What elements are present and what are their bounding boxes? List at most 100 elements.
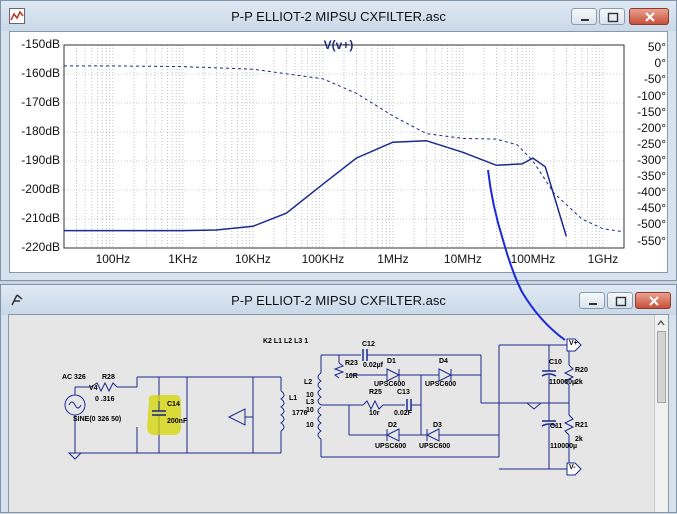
right-tick-label: -100° <box>637 88 666 103</box>
label-r28: R28 <box>102 374 115 381</box>
r21-resistor <box>563 414 575 436</box>
label-l3-n: 10 <box>306 422 314 429</box>
left-tick-label: -220dB <box>21 240 60 254</box>
label-r23: R23 <box>345 360 358 367</box>
label-r25-value: 10r <box>369 410 380 417</box>
label-r25: R25 <box>369 389 382 396</box>
waveform-icon <box>9 8 25 24</box>
plot-frame <box>63 44 625 249</box>
label-c13: C13 <box>397 389 410 396</box>
x-tick-label: 10KHz <box>234 252 271 266</box>
right-tick-label: -550° <box>637 233 666 248</box>
label-c12: C12 <box>362 341 375 348</box>
right-tick-label: 0° <box>654 56 666 71</box>
d4-diode <box>438 368 453 382</box>
l3-inductor <box>317 406 322 440</box>
label-vplus: V+ <box>569 340 578 347</box>
label-l2-n1: 10 <box>306 392 314 399</box>
ground-symbol <box>67 452 83 460</box>
close-icon <box>649 296 659 306</box>
circuit-diagram[interactable] <box>9 315 656 514</box>
left-tick-label: -190dB <box>21 153 60 167</box>
ac-source-wave <box>68 401 82 409</box>
label-r28-value: 0 .316 <box>95 396 115 403</box>
close-button[interactable] <box>629 8 669 25</box>
schematic-icon <box>11 294 23 306</box>
schematic-canvas[interactable]: AC 326 V4 SINE(0 326 50) R28 0 .316 C14 … <box>8 314 669 513</box>
label-c11: C11 <box>550 423 563 430</box>
vplus-flag <box>566 338 582 352</box>
right-tick-label: -150° <box>637 104 666 119</box>
bode-plot[interactable] <box>10 32 669 272</box>
label-c11-value: 110000µ <box>550 443 578 450</box>
left-tick-label: -200dB <box>21 182 60 196</box>
label-c12-value: 0.02µf <box>363 362 383 369</box>
close-icon <box>645 12 655 22</box>
vminus-flag <box>566 462 582 476</box>
scrollbar-thumb[interactable] <box>657 331 666 403</box>
x-tick-label: 100KHz <box>301 252 345 266</box>
label-vminus: V- <box>569 464 576 471</box>
right-tick-label: -500° <box>637 217 666 232</box>
minimize-button[interactable] <box>571 8 597 25</box>
label-l2-n2: 10 <box>306 407 314 414</box>
x-tick-label: 1MHz <box>377 252 409 266</box>
label-d2-value: UPSC600 <box>375 443 407 450</box>
scroll-up-icon[interactable] <box>655 317 667 329</box>
label-l3: L3 <box>306 399 315 406</box>
d3-diode <box>425 428 440 442</box>
label-d2: D2 <box>388 422 397 429</box>
x-tick-label: 10MHz <box>443 252 482 266</box>
x-tick-label: 1KHz <box>168 252 198 266</box>
label-c14: C14 <box>167 401 180 408</box>
label-v4: V4 <box>89 385 98 392</box>
right-tick-label: -200° <box>637 120 666 135</box>
right-tick-label: -450° <box>637 201 666 216</box>
right-tick-label: 50° <box>647 40 666 55</box>
r28-resistor <box>90 381 118 393</box>
plot-pane[interactable]: V(v+) -150dB-160dB-170dB-180dB-190dB-200… <box>9 31 668 273</box>
left-tick-label: -180dB <box>21 124 60 138</box>
x-tick-label: 100MHz <box>510 252 556 266</box>
label-d4-value: UPSC600 <box>425 381 457 388</box>
schematic-minimize-button[interactable] <box>579 292 605 309</box>
vertical-scrollbar[interactable] <box>654 315 668 512</box>
left-tick-label: -170dB <box>21 95 60 109</box>
schematic-window-title: P-P ELLIOT-2 MIPSU CXFILTER.asc <box>231 293 446 308</box>
minimize-icon <box>589 303 597 305</box>
label-c10-value: 110000µ <box>549 379 577 386</box>
schematic-titlebar[interactable]: P-P ELLIOT-2 MIPSU CXFILTER.asc <box>1 285 676 315</box>
label-d1: D1 <box>387 358 396 365</box>
label-l1-value: 1776 <box>292 410 308 417</box>
plot-titlebar[interactable]: P-P ELLIOT-2 MIPSU CXFILTER.asc <box>1 1 676 31</box>
minimize-icon <box>581 19 589 21</box>
label-k2: K2 L1 L2 L3 1 <box>263 338 309 345</box>
left-tick-label: -160dB <box>21 66 60 80</box>
l2-inductor <box>317 372 322 406</box>
r20-resistor <box>563 364 575 386</box>
label-c14-value: 200nF <box>167 418 188 425</box>
label-r20: R20 <box>575 367 588 374</box>
label-r21-value: 2k <box>575 436 583 443</box>
r23-resistor <box>333 362 345 379</box>
d2-diode <box>385 428 400 442</box>
label-c13-value: 0.02F <box>394 410 412 417</box>
maximize-icon <box>615 296 627 307</box>
right-tick-label: -300° <box>637 153 666 167</box>
schematic-close-button[interactable] <box>635 292 671 309</box>
x-tick-label: 100Hz <box>95 252 131 266</box>
right-tick-label: -350° <box>637 169 666 184</box>
plot-window-title: P-P ELLIOT-2 MIPSU CXFILTER.asc <box>231 9 446 24</box>
x-tick-label: 1GHz <box>587 252 619 266</box>
left-tick-label: -150dB <box>21 37 60 51</box>
label-r21: R21 <box>575 422 588 429</box>
maximize-button[interactable] <box>599 8 625 25</box>
right-tick-label: -400° <box>637 185 666 200</box>
label-sine: SINE(0 326 50) <box>73 416 122 423</box>
l1-inductor <box>280 390 285 432</box>
left-tick-label: -210dB <box>21 211 60 225</box>
label-r20-value: 2k <box>575 379 583 386</box>
schematic-maximize-button[interactable] <box>607 292 633 309</box>
label-d3: D3 <box>433 422 442 429</box>
phase-trace <box>64 65 625 233</box>
